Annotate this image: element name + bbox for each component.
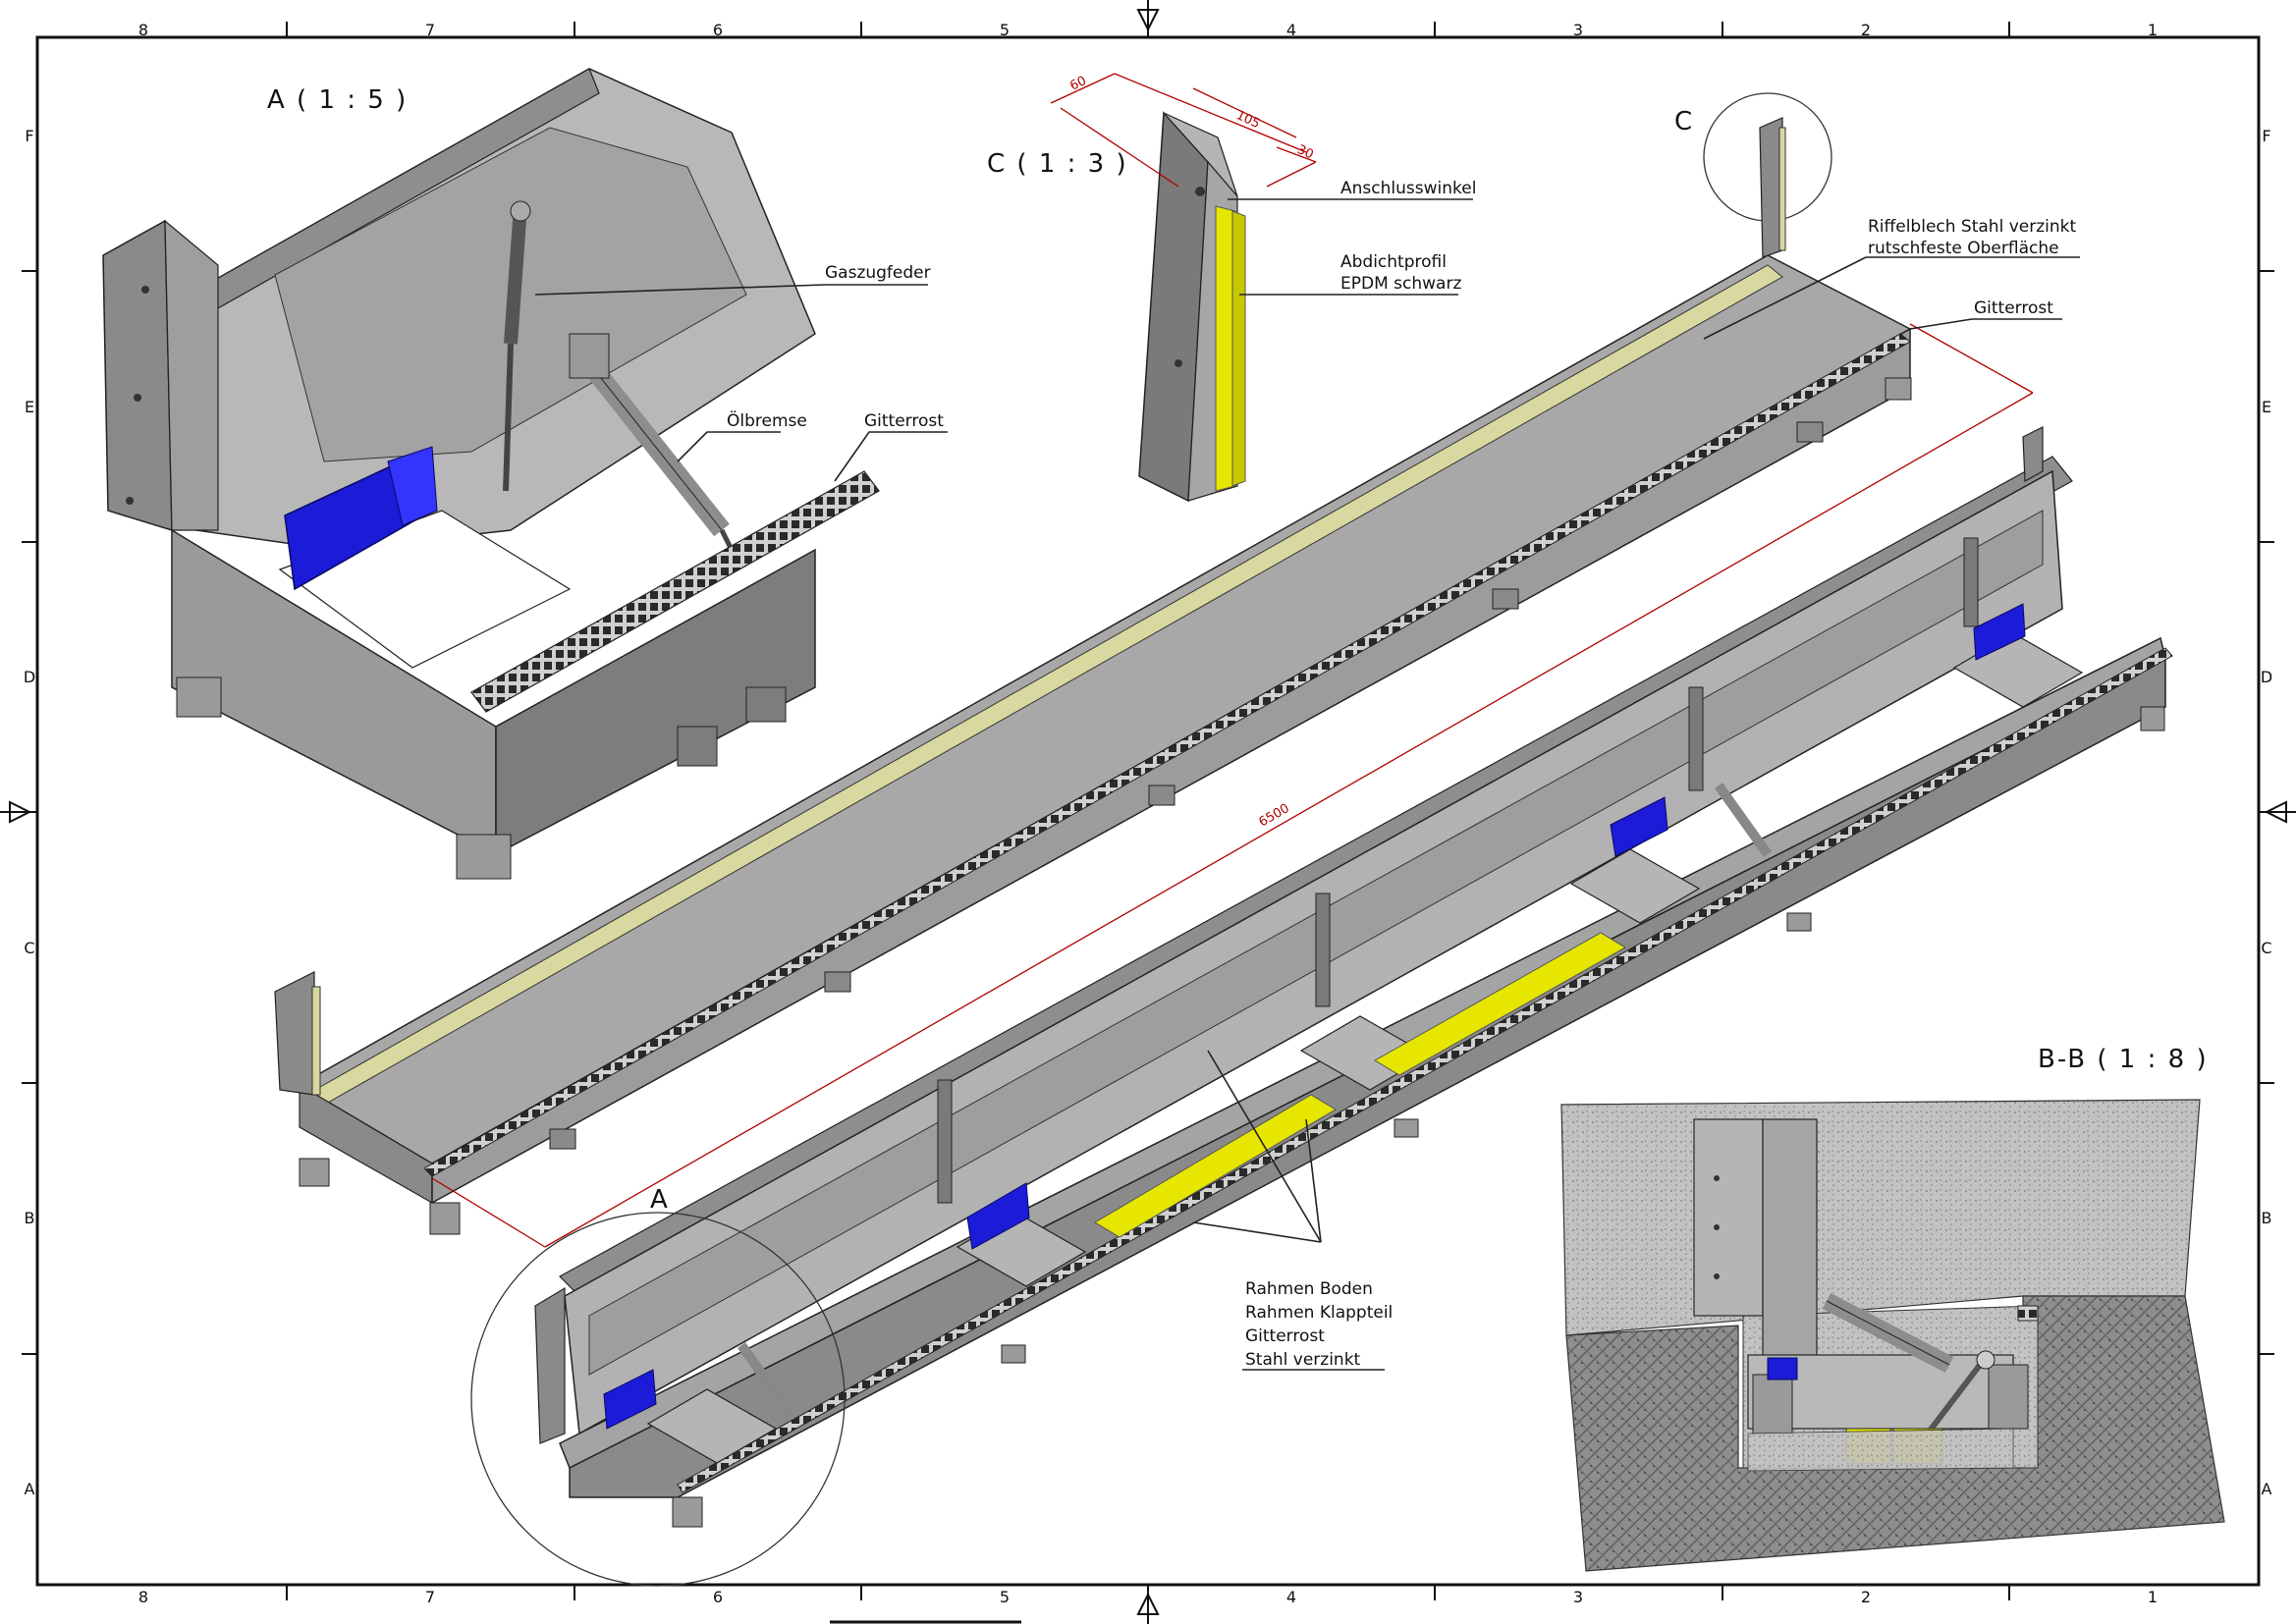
col-label-1: 1 xyxy=(2148,21,2158,39)
detail-a-view: A ( 1 : 5 ) Gasz xyxy=(102,68,948,880)
row-label-b-right: B xyxy=(2262,1209,2272,1227)
col-label-5: 5 xyxy=(1000,21,1010,39)
col-label-5-bottom: 5 xyxy=(1000,1588,1010,1606)
callout-label-c: C xyxy=(1674,107,1694,136)
section-bb-view: B-B ( 1 : 8 ) xyxy=(1560,1045,2225,1572)
row-labels-left: F E D C B A xyxy=(24,127,35,1498)
label-rahmen-gitterrost: Gitterrost xyxy=(1245,1326,1325,1346)
row-label-a: A xyxy=(25,1480,35,1498)
col-label-2: 2 xyxy=(1861,21,1871,39)
callout-label-a: A xyxy=(650,1185,670,1215)
row-label-d-right: D xyxy=(2261,668,2272,686)
col-label-3-bottom: 3 xyxy=(1573,1588,1583,1606)
col-label-7: 7 xyxy=(425,21,435,39)
row-label-d: D xyxy=(24,668,35,686)
row-label-c: C xyxy=(24,939,34,957)
row-labels-right: F E D C B A xyxy=(2261,127,2272,1498)
label-abdichtprofil-line2: EPDM schwarz xyxy=(1340,274,1461,294)
label-rahmen-klappteil: Rahmen Klappteil xyxy=(1245,1303,1393,1323)
detail-c-dimensions xyxy=(1050,73,1317,188)
col-label-3: 3 xyxy=(1573,21,1583,39)
row-label-c-right: C xyxy=(2261,939,2271,957)
dimension-6500: 6500 xyxy=(1257,801,1292,831)
col-label-6: 6 xyxy=(713,21,723,39)
col-label-8-bottom: 8 xyxy=(138,1588,148,1606)
row-label-f-right: F xyxy=(2262,127,2270,145)
row-label-f: F xyxy=(25,127,33,145)
frame-assembly: A Rahmen Boden Rahmen Klappteil Gitterro… xyxy=(470,426,2173,1587)
row-label-b: B xyxy=(25,1209,35,1227)
label-oelbremse: Ölbremse xyxy=(727,409,807,431)
callout-circle-a xyxy=(470,1212,846,1587)
dimension-6500-lines xyxy=(431,323,2034,1248)
row-label-a-right: A xyxy=(2262,1480,2272,1498)
dimension-60: 60 xyxy=(1067,74,1088,94)
label-anschlusswinkel: Anschlusswinkel xyxy=(1340,179,1476,198)
main-lid-assembly: C 6500 Riffelblech St xyxy=(274,92,2080,1248)
col-label-8: 8 xyxy=(138,21,148,39)
label-gitterrost-a: Gitterrost xyxy=(864,411,944,431)
row-label-e: E xyxy=(25,398,34,416)
label-riffelblech-line2: rutschfeste Oberfläche xyxy=(1868,239,2059,258)
col-label-2-bottom: 2 xyxy=(1861,1588,1871,1606)
row-label-e-right: E xyxy=(2262,398,2271,416)
label-abdichtprofil-line1: Abdichtprofil xyxy=(1340,252,1447,272)
label-rahmen-stahl: Stahl verzinkt xyxy=(1245,1350,1361,1370)
col-label-1-bottom: 1 xyxy=(2148,1588,2158,1606)
label-riffelblech-line1: Riffelblech Stahl verzinkt xyxy=(1868,217,2076,237)
label-gitterrost-main: Gitterrost xyxy=(1974,298,2053,318)
col-label-6-bottom: 6 xyxy=(713,1588,723,1606)
section-bb-title: B-B ( 1 : 8 ) xyxy=(2038,1045,2209,1074)
column-labels-top: 8 7 6 5 4 3 2 1 xyxy=(138,21,2158,39)
column-labels-bottom: 8 7 6 5 4 3 2 1 xyxy=(138,1588,2158,1606)
dimension-30: 30 xyxy=(1294,142,1315,163)
label-gaszugfeder: Gaszugfeder xyxy=(825,263,931,283)
label-rahmen-boden: Rahmen Boden xyxy=(1245,1279,1373,1299)
detail-c-title: C ( 1 : 3 ) xyxy=(987,149,1128,179)
detail-a-title: A ( 1 : 5 ) xyxy=(267,85,408,115)
col-label-4: 4 xyxy=(1286,21,1296,39)
col-label-7-bottom: 7 xyxy=(425,1588,435,1606)
detail-c-view: C ( 1 : 3 ) 60 105 30 Anschlusswinkel Ab… xyxy=(987,73,1476,503)
col-label-4-bottom: 4 xyxy=(1286,1588,1296,1606)
